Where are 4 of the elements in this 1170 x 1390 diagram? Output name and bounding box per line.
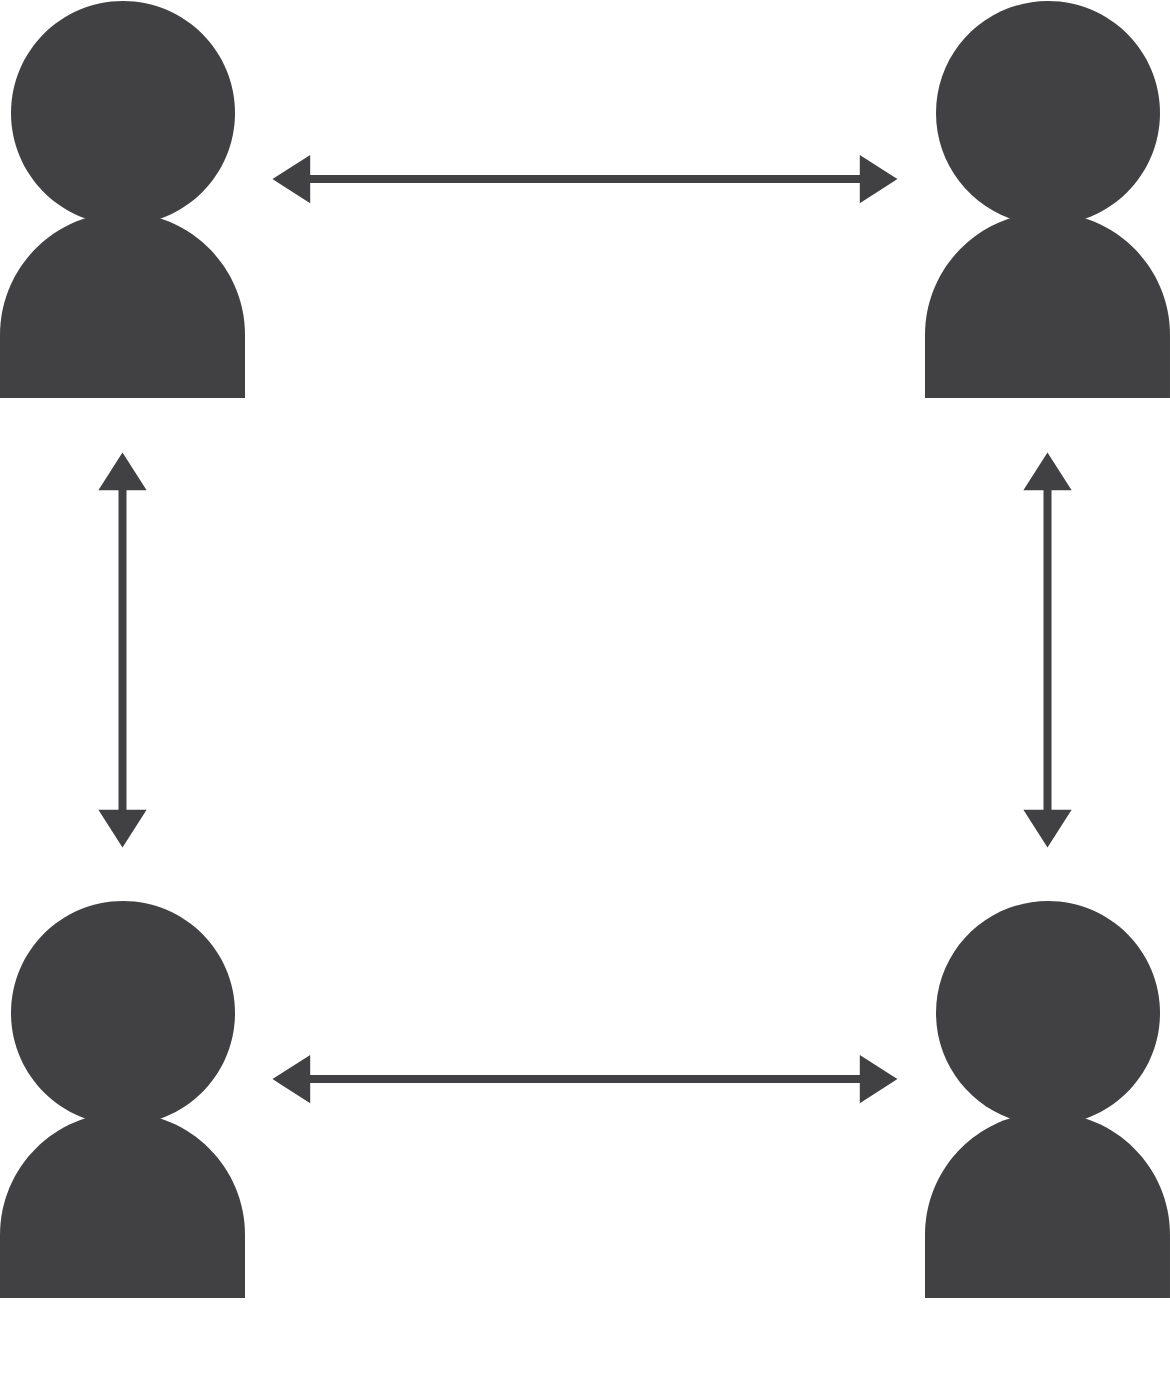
- person-icon: [925, 1, 1170, 398]
- person-icon: [925, 901, 1170, 1298]
- person-icon: [0, 1, 245, 398]
- person-icon: [0, 901, 245, 1298]
